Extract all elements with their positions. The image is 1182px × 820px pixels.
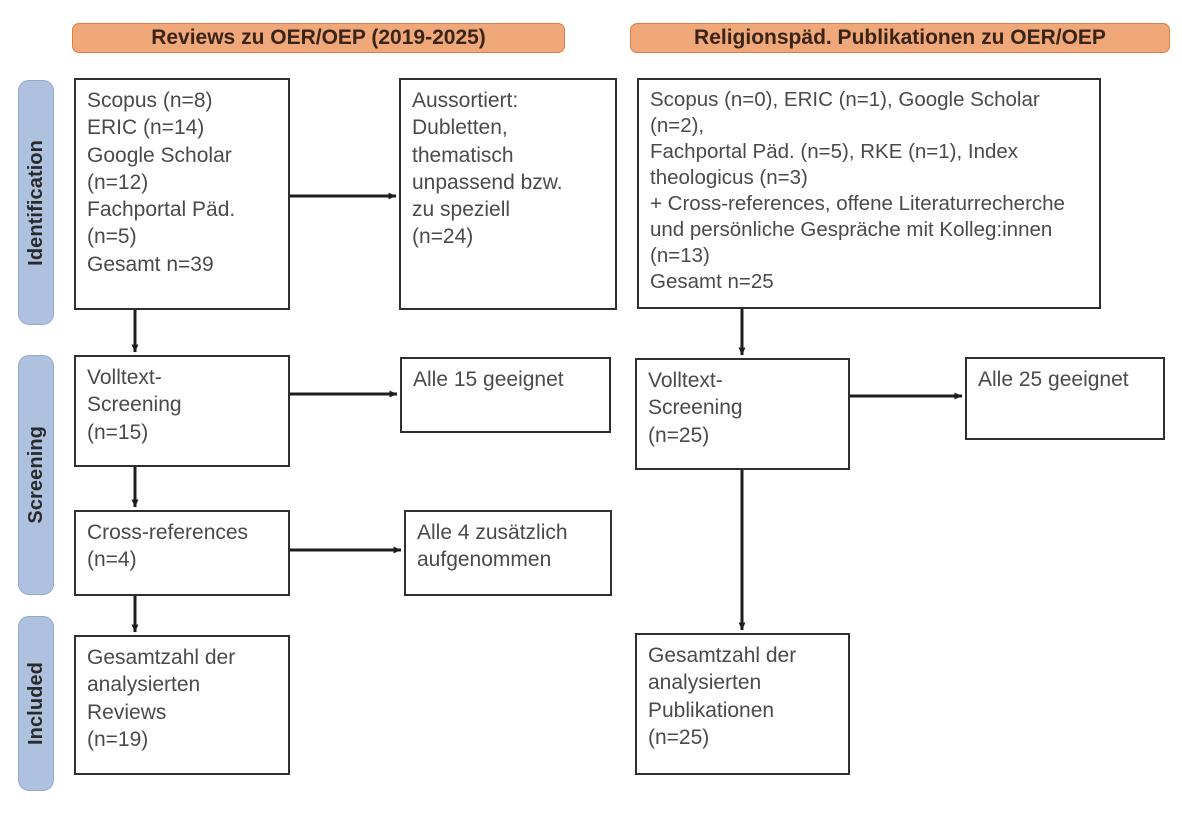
additional-included-left-box: Alle 4 zusätzlich aufgenommen — [404, 510, 612, 596]
phase-label-identification: Identification — [24, 139, 47, 266]
cross-references-left-box: Cross-references (n=4) — [74, 510, 290, 596]
included-total-right-box: Gesamtzahl der analysierten Publikatione… — [635, 633, 850, 775]
fulltext-screening-left-box: Volltext- Screening (n=15) — [74, 355, 290, 467]
phase-pill-screening: Screening — [18, 355, 54, 595]
fulltext-screening-right-box: Volltext- Screening (n=25) — [635, 358, 850, 470]
included-total-left-box: Gesamtzahl der analysierten Reviews (n=1… — [74, 635, 290, 775]
identification-sources-left-box: Scopus (n=8) ERIC (n=14) Google Scholar … — [74, 78, 290, 310]
excluded-left-box: Aussortiert: Dubletten, thematisch unpas… — [399, 78, 617, 310]
phase-pill-included: Included — [18, 616, 54, 791]
phase-label-screening: Screening — [24, 426, 47, 524]
identification-sources-right-box: Scopus (n=0), ERIC (n=1), Google Scholar… — [637, 78, 1101, 309]
phase-label-included: Included — [24, 661, 47, 746]
column-header-left: Reviews zu OER/OEP (2019-2025) — [72, 23, 565, 53]
phase-pill-identification: Identification — [18, 80, 54, 325]
eligible-left-box: Alle 15 geeignet — [400, 357, 611, 433]
column-header-right: Religionspäd. Publikationen zu OER/OEP — [630, 23, 1170, 53]
eligible-right-box: Alle 25 geeignet — [965, 357, 1165, 440]
